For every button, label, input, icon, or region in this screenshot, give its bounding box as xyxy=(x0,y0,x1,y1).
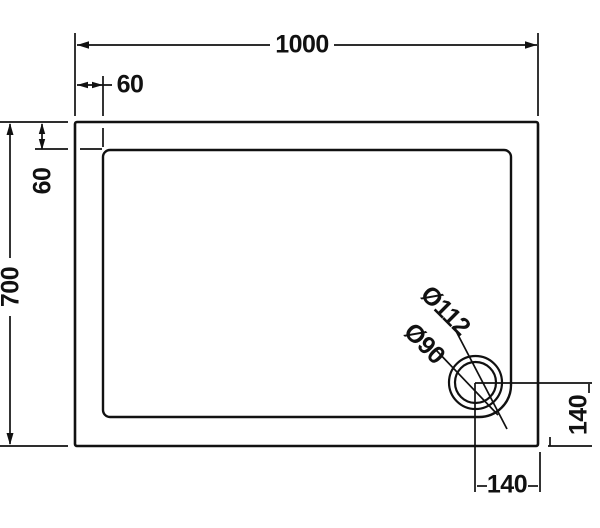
dim-width-label: 1000 xyxy=(275,30,329,59)
dim-waste-bottom-offset-label: 140 xyxy=(564,394,593,436)
waste-leaders xyxy=(435,330,508,430)
arrow-right-icon xyxy=(92,81,103,89)
arrow-up-icon xyxy=(6,123,14,135)
tray-inner-rect xyxy=(101,148,513,419)
arrow-down-icon xyxy=(38,139,46,150)
arrow-left-icon xyxy=(77,41,89,49)
arrow-left-icon xyxy=(77,81,88,89)
dim-inset-left-label: 60 xyxy=(28,167,57,195)
dim-waste-right-offset-label: 140 xyxy=(486,470,528,499)
waste-inner-dia-leader xyxy=(435,349,499,416)
arrow-up-icon xyxy=(38,123,46,134)
dim-inset-left xyxy=(35,123,102,150)
arrow-down-icon xyxy=(6,433,14,445)
dim-waste-bottom-offset xyxy=(475,382,592,447)
dim-inset-top xyxy=(77,76,112,147)
arrow-right-icon xyxy=(525,41,537,49)
waste-outer-dia-leader xyxy=(455,330,508,430)
tray-outer-rect xyxy=(73,120,540,448)
dim-depth xyxy=(0,121,68,447)
dim-depth-label: 700 xyxy=(0,266,25,308)
dim-width xyxy=(74,33,539,116)
dim-waste-right-offset xyxy=(474,383,541,492)
dim-inset-top-label: 60 xyxy=(116,70,144,99)
